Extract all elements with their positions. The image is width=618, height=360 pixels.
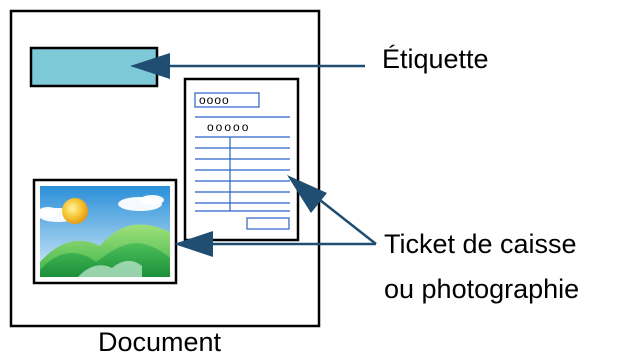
photograph-illustration — [32, 178, 178, 285]
receipt-second-text: ooooo — [207, 120, 250, 134]
label-etiquette: Étiquette — [382, 44, 489, 74]
arrowhead-icon — [130, 53, 170, 79]
valley-highlight — [78, 260, 142, 277]
receipt-top-box-text: oooo — [199, 93, 230, 107]
label-ticket-line1: Ticket de caisse — [384, 229, 577, 259]
receipt-total-box — [246, 217, 290, 230]
cloud-shape — [38, 207, 58, 217]
cloud-shape — [140, 195, 164, 205]
arrowhead-icon — [287, 175, 327, 213]
arrowhead-icon — [174, 231, 213, 257]
label-document: Document — [98, 327, 222, 357]
label-ticket-line2: ou photographie — [384, 274, 580, 304]
sun-icon — [62, 198, 88, 224]
arrows — [130, 53, 377, 257]
receipt-illustration: oooo ooooo — [183, 77, 300, 242]
receipt-top-box — [194, 92, 260, 108]
